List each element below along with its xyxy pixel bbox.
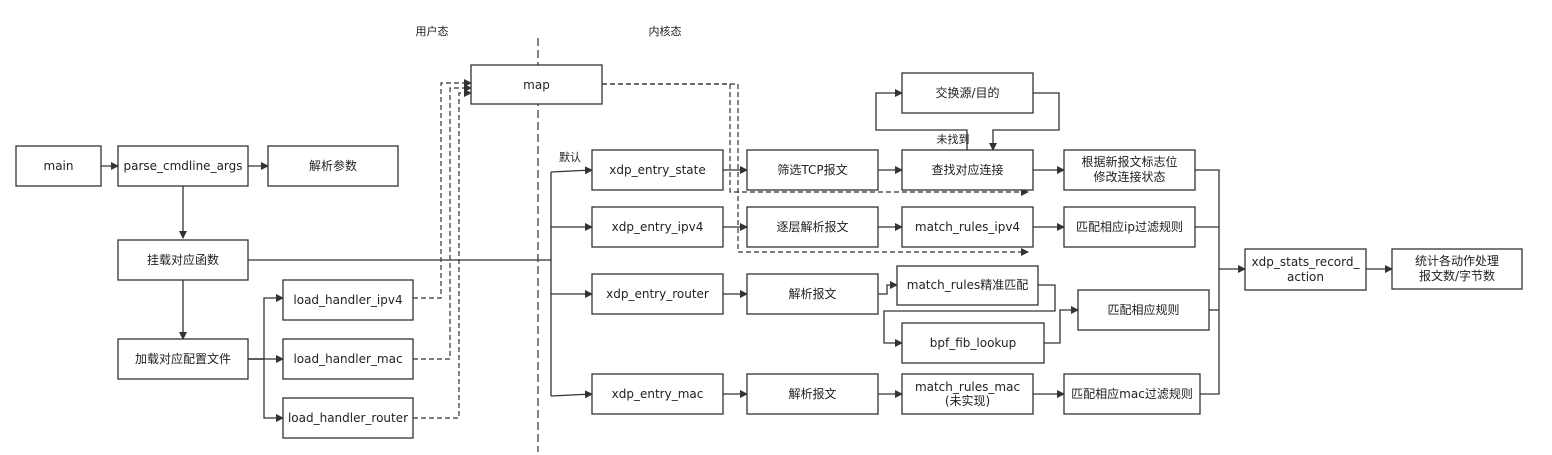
node-swap-src-dst-label: 交换源/目的 (935, 85, 999, 100)
node-match-rules-mac[interactable]: match_rules_mac (未实现) (901, 373, 1034, 415)
node-load-mac[interactable]: load_handler_mac (282, 338, 414, 380)
dash-mac-map (413, 84, 472, 360)
node-match-ip-rules[interactable]: 匹配相应ip过滤规则 (1063, 206, 1196, 248)
edge-swap-find (989, 92, 1060, 151)
node-stats-summary-line1: 统计各动作处理 (1415, 253, 1499, 268)
edge-parse-exact (878, 281, 898, 295)
edges (101, 89, 1393, 422)
node-match-rules-exact-label: match_rules精准匹配 (907, 278, 1028, 292)
node-match-rules-mac-line2: (未实现) (945, 393, 990, 408)
node-parse-pkt-mac[interactable]: 解析报文 (746, 373, 879, 415)
node-update-state-line1: 根据新报文标志位 (1081, 154, 1177, 169)
edge-find-swap (875, 89, 968, 150)
node-match-rules-generic[interactable]: 匹配相应规则 (1077, 289, 1210, 331)
node-stats-summary[interactable]: 统计各动作处理 报文数/字节数 (1391, 248, 1523, 290)
kernel-space-label: 内核态 (649, 24, 682, 38)
node-entry-state[interactable]: xdp_entry_state (591, 149, 724, 191)
node-filter-tcp-label: 筛选TCP报文 (777, 162, 847, 177)
node-load-mac-label: load_handler_mac (293, 352, 402, 366)
node-entry-mac[interactable]: xdp_entry_mac (591, 373, 724, 415)
not-found-label: 未找到 (937, 132, 970, 146)
node-mount-func-label: 挂载对应函数 (147, 252, 219, 267)
dash-router-map (413, 89, 472, 419)
node-load-router-label: load_handler_router (288, 411, 408, 425)
node-match-rules-generic-label: 匹配相应规则 (1107, 302, 1179, 317)
node-find-conn[interactable]: 查找对应连接 (901, 149, 1034, 191)
node-match-rules-ipv4[interactable]: match_rules_ipv4 (901, 206, 1034, 248)
edge-exact-fib (883, 284, 1056, 347)
node-main[interactable]: main (15, 145, 102, 187)
node-parse-pkt-router-label: 解析报文 (788, 286, 836, 301)
node-parse-args[interactable]: 解析参数 (267, 145, 399, 187)
edge-to-mac (550, 390, 593, 399)
dash-ipv4-map (413, 79, 472, 299)
edge-load-ipv4 (248, 294, 284, 360)
node-entry-ipv4-label: xdp_entry_ipv4 (612, 220, 704, 234)
node-entry-router-label: xdp_entry_router (606, 287, 709, 301)
node-parse-cmdline-args[interactable]: parse_cmdline_args (117, 145, 249, 187)
node-filter-tcp[interactable]: 筛选TCP报文 (746, 149, 879, 191)
node-load-router[interactable]: load_handler_router (282, 397, 414, 439)
node-find-conn-label: 查找对应连接 (931, 162, 1003, 177)
node-match-mac-rules-label: 匹配相应mac过滤规则 (1071, 386, 1193, 401)
node-update-state-line2: 修改连接状态 (1093, 169, 1165, 184)
node-parse-layers-label: 逐层解析报文 (776, 219, 848, 234)
node-entry-state-label: xdp_entry_state (609, 163, 705, 177)
node-match-rules-exact[interactable]: match_rules精准匹配 (896, 265, 1039, 306)
node-parse-cmdline-args-label: parse_cmdline_args (123, 159, 242, 173)
default-label: 默认 (559, 151, 581, 164)
node-parse-pkt-router[interactable]: 解析报文 (746, 273, 879, 315)
node-update-state[interactable]: 根据新报文标志位 修改连接状态 (1063, 149, 1196, 191)
node-load-config-label: 加载对应配置文件 (135, 351, 231, 366)
dash-map-match (602, 83, 1029, 256)
node-swap-src-dst[interactable]: 交换源/目的 (901, 72, 1034, 114)
node-load-config[interactable]: 加载对应配置文件 (117, 338, 249, 380)
node-parse-pkt-mac-label: 解析报文 (788, 386, 836, 401)
edge-collect (1195, 169, 1220, 395)
node-match-rules-ipv4-label: match_rules_ipv4 (915, 220, 1020, 234)
node-bpf-fib-lookup[interactable]: bpf_fib_lookup (901, 322, 1045, 364)
node-stats-record-line2: action (1287, 270, 1324, 284)
node-main-label: main (44, 159, 74, 173)
node-bpf-fib-lookup-label: bpf_fib_lookup (930, 336, 1016, 350)
node-stats-record-line1: xdp_stats_record_ (1252, 255, 1361, 269)
node-mount-func[interactable]: 挂载对应函数 (117, 239, 249, 281)
node-match-mac-rules[interactable]: 匹配相应mac过滤规则 (1063, 373, 1201, 415)
edge-to-state (550, 166, 593, 175)
node-stats-summary-line2: 报文数/字节数 (1419, 268, 1495, 283)
node-load-ipv4[interactable]: load_handler_ipv4 (282, 279, 414, 321)
user-space-label: 用户态 (416, 24, 449, 38)
node-parse-args-label: 解析参数 (309, 158, 357, 173)
node-entry-mac-label: xdp_entry_mac (612, 387, 704, 401)
node-entry-router[interactable]: xdp_entry_router (591, 273, 724, 315)
node-stats-record[interactable]: xdp_stats_record_ action (1244, 248, 1367, 291)
node-match-ip-rules-label: 匹配相应ip过滤规则 (1076, 219, 1183, 234)
edge-fib-rules (1044, 306, 1079, 344)
node-map[interactable]: map (470, 64, 603, 105)
node-map-label: map (523, 78, 550, 92)
node-load-ipv4-label: load_handler_ipv4 (293, 293, 402, 307)
map-edges (413, 79, 1029, 419)
node-entry-ipv4[interactable]: xdp_entry_ipv4 (591, 206, 724, 248)
edge-load-router (248, 358, 284, 422)
node-match-rules-mac-line1: match_rules_mac (915, 380, 1020, 394)
node-parse-layers[interactable]: 逐层解析报文 (746, 206, 879, 248)
